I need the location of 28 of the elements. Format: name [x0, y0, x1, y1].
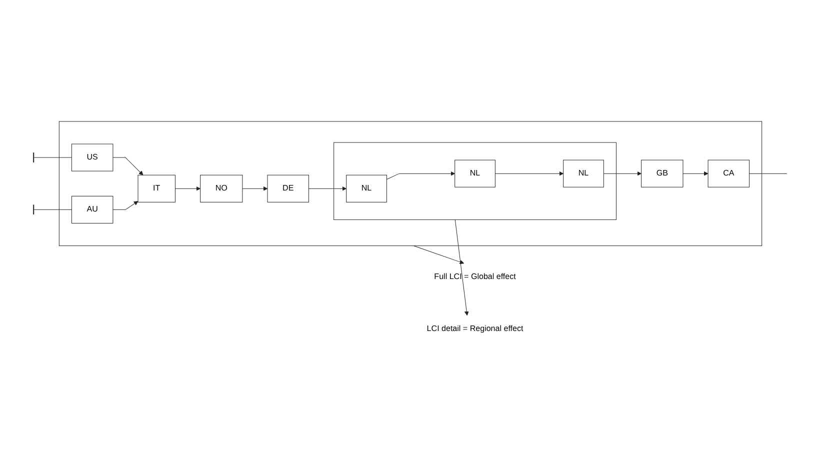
- connector: [33, 152, 72, 163]
- node-box: [346, 174, 387, 202]
- node-box: [563, 160, 604, 188]
- node-box: [200, 174, 243, 202]
- node-box: [267, 174, 309, 202]
- arrow: [308, 186, 347, 191]
- arrow: [494, 171, 564, 176]
- node-text: LCI detail = Regional effect: [426, 324, 524, 334]
- arrow: [174, 186, 200, 191]
- arrow: [454, 219, 469, 316]
- node-text: Full LCI = Global effect: [434, 272, 516, 281]
- node-box: [71, 196, 114, 224]
- arrow: [386, 171, 456, 180]
- arrow: [112, 201, 138, 210]
- node-box: [71, 144, 114, 172]
- cluster: [334, 142, 616, 220]
- arrow: [242, 186, 268, 191]
- arrow: [413, 246, 464, 264]
- connector: [749, 173, 788, 174]
- node-box: [708, 160, 750, 188]
- connector: [33, 204, 72, 215]
- cluster: [58, 121, 762, 246]
- arrow: [682, 171, 708, 176]
- arrow: [112, 157, 144, 176]
- arrow: [603, 171, 642, 176]
- node-box: [454, 160, 496, 188]
- node-box: [138, 174, 176, 202]
- node-box: [641, 160, 684, 188]
